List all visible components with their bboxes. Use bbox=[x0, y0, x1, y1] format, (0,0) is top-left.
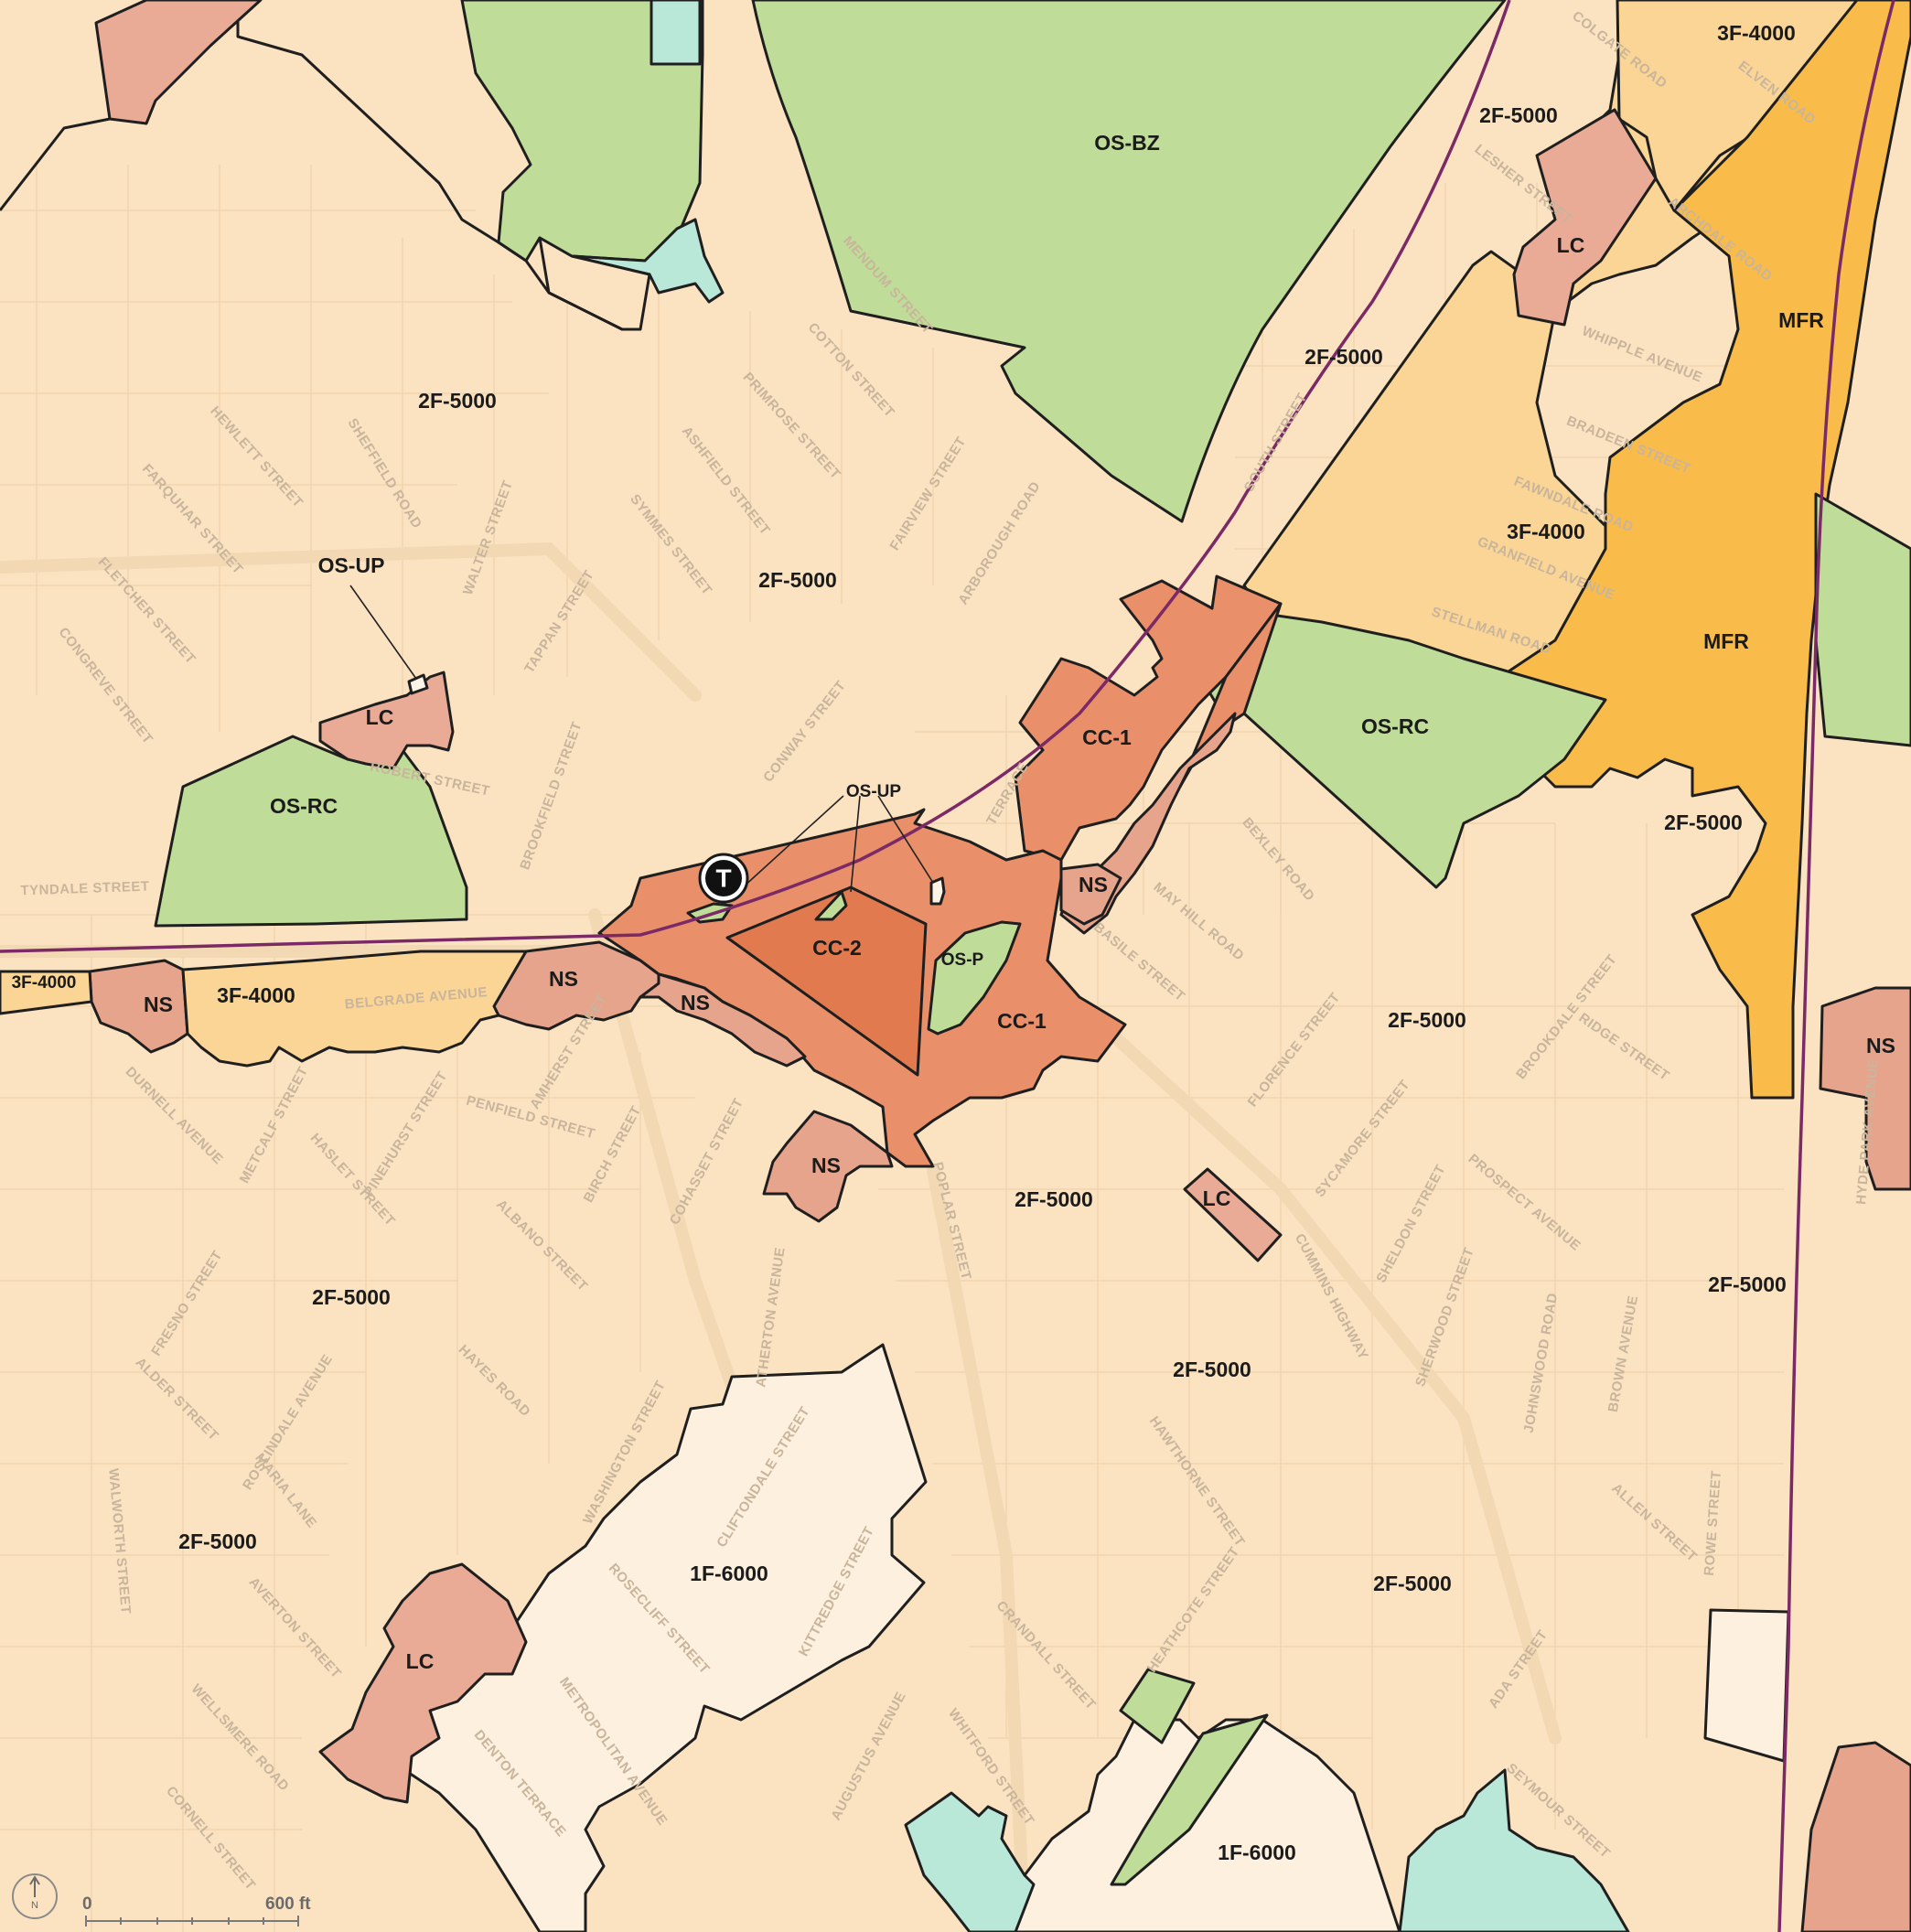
zone-3f-4000-belgrade[interactable] bbox=[181, 950, 528, 1068]
label-2f-5000-central: 2F-5000 bbox=[1015, 1187, 1093, 1211]
commuter-rail-east bbox=[1777, 0, 1895, 1932]
zone-os-nw-mint[interactable] bbox=[570, 218, 725, 304]
label-3f-4000-northeast: 3F-4000 bbox=[1507, 520, 1585, 543]
label-2f-5000-north-east: 2F-5000 bbox=[1479, 103, 1558, 127]
zone-os-nw-mint-small[interactable] bbox=[650, 0, 702, 66]
zone-lc-middle[interactable] bbox=[1183, 1167, 1283, 1262]
label-2f-5000-east: 2F-5000 bbox=[1664, 810, 1743, 834]
leader-os-up-west bbox=[349, 585, 417, 680]
commuter-rail-west bbox=[0, 0, 1511, 953]
zone-labels: OS-BZ 3F-4000 2F-5000 LC MFR 2F-5000 2F-… bbox=[12, 21, 1895, 1864]
zone-os-up-west[interactable] bbox=[407, 673, 429, 695]
label-2f-5000-mid-east: 2F-5000 bbox=[1388, 1008, 1466, 1032]
label-ns-west: NS bbox=[144, 993, 173, 1016]
label-3f-4000-belgrade: 3F-4000 bbox=[217, 983, 295, 1007]
label-2f-5000-south-central: 2F-5000 bbox=[1173, 1358, 1251, 1381]
zone-ns-south[interactable] bbox=[762, 1110, 894, 1223]
label-lc-middle: LC bbox=[1203, 1186, 1231, 1210]
zone-os-south-small[interactable] bbox=[1119, 1668, 1196, 1744]
label-1f-6000-central: 1F-6000 bbox=[690, 1562, 768, 1585]
label-os-rc-east: OS-RC bbox=[1361, 714, 1429, 738]
zone-lc-north-west[interactable] bbox=[94, 0, 263, 125]
transit-t-icon: T bbox=[715, 864, 731, 892]
zone-cc-2[interactable] bbox=[725, 886, 928, 1077]
label-ns-belgrade-east: NS bbox=[549, 967, 578, 991]
label-ns-belgrade-middle: NS bbox=[681, 991, 710, 1014]
zone-os-p[interactable] bbox=[927, 920, 1022, 1036]
zone-ns-east[interactable] bbox=[1059, 863, 1122, 926]
scale-start-label: 0 bbox=[82, 1894, 92, 1914]
zone-lc-southwest[interactable] bbox=[318, 1562, 528, 1804]
label-2f-5000-southeast: 2F-5000 bbox=[1373, 1572, 1452, 1595]
label-os-rc-west: OS-RC bbox=[270, 794, 338, 818]
zone-1f-6000-central[interactable] bbox=[346, 1343, 928, 1932]
label-cc-1-north: CC-1 bbox=[1082, 725, 1132, 749]
north-label: N bbox=[31, 1900, 38, 1911]
north-arrow: N bbox=[12, 1873, 58, 1919]
label-mfr-lower: MFR bbox=[1703, 629, 1749, 653]
label-2f-5000-northwest: 2F-5000 bbox=[418, 389, 497, 413]
label-cc-2: CC-2 bbox=[812, 936, 862, 960]
label-3f-4000-top-right: 3F-4000 bbox=[1717, 21, 1796, 45]
street-tyndale: TYNDALE STREET bbox=[20, 879, 150, 899]
label-1f-6000-east: 1F-6000 bbox=[1218, 1841, 1296, 1864]
zone-os-south-strip[interactable] bbox=[1110, 1713, 1269, 1886]
zone-3f-4000-west-strip[interactable] bbox=[0, 970, 93, 1015]
zone-mint-south-west[interactable] bbox=[904, 1791, 1036, 1932]
leader-os-up-station-2 bbox=[850, 795, 861, 893]
label-2f-5000-north: 2F-5000 bbox=[758, 568, 837, 592]
transit-station-marker[interactable]: T bbox=[698, 853, 749, 904]
zone-ns-belgrade-middle[interactable] bbox=[639, 972, 807, 1068]
label-2f-5000-west: 2F-5000 bbox=[312, 1285, 391, 1309]
label-ns-east: NS bbox=[1079, 873, 1108, 896]
scale-bar: 0 600 ft bbox=[82, 1894, 311, 1927]
label-3f-4000-west-strip: 3F-4000 bbox=[12, 973, 77, 993]
zone-mint-south-east[interactable] bbox=[1398, 1768, 1630, 1932]
label-lc-southwest: LC bbox=[406, 1649, 435, 1673]
label-os-up-station: OS-UP bbox=[846, 782, 902, 801]
label-os-bz: OS-BZ bbox=[1094, 131, 1160, 155]
label-2f-5000-east-south: 2F-5000 bbox=[1708, 1272, 1787, 1296]
label-ns-far-east: NS bbox=[1866, 1034, 1895, 1057]
transit-station-inner bbox=[705, 860, 742, 896]
label-os-up-west: OS-UP bbox=[318, 553, 385, 577]
zone-os-bz[interactable] bbox=[751, 0, 1507, 523]
label-mfr-upper: MFR bbox=[1778, 308, 1824, 332]
north-arrow-circle bbox=[12, 1873, 58, 1919]
road-network bbox=[0, 542, 1562, 1932]
zone-1f-east-block[interactable] bbox=[1703, 1608, 1790, 1763]
label-ns-south: NS bbox=[811, 1154, 841, 1177]
zone-mfr[interactable] bbox=[1425, 0, 1911, 1100]
zone-ns-far-east[interactable] bbox=[1819, 986, 1911, 1191]
zone-os-rc-west[interactable] bbox=[154, 735, 468, 928]
label-lc-west: LC bbox=[366, 705, 394, 729]
zone-ns-belgrade-east[interactable] bbox=[492, 940, 679, 1031]
scale-end-label: 600 ft bbox=[265, 1894, 311, 1914]
zone-lc-northeast[interactable] bbox=[1512, 108, 1658, 327]
zone-os-up-patch-2[interactable] bbox=[814, 890, 848, 921]
label-os-p: OS-P bbox=[941, 950, 984, 970]
label-2f-5000-southwest: 2F-5000 bbox=[178, 1530, 257, 1553]
zone-ns-west[interactable] bbox=[88, 959, 189, 1054]
label-lc-northeast: LC bbox=[1557, 233, 1585, 257]
zone-os-up-patch-3[interactable] bbox=[929, 876, 946, 906]
zone-far-southeast[interactable] bbox=[1800, 1741, 1911, 1932]
leader-os-up-station-3 bbox=[877, 795, 934, 884]
scale-bar-ticks bbox=[85, 1916, 299, 1927]
north-arrow-head-icon bbox=[29, 1875, 40, 1885]
label-2f-5000-mid-north: 2F-5000 bbox=[1304, 345, 1383, 369]
label-cc-1-south: CC-1 bbox=[997, 1009, 1047, 1033]
